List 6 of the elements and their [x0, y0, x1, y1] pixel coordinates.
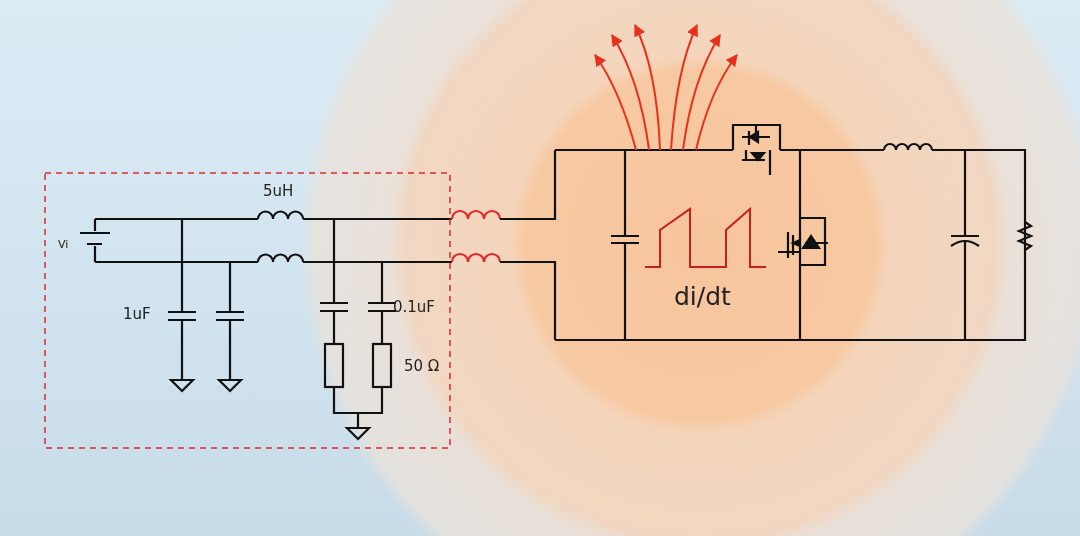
component-value-label: 5uH	[263, 184, 294, 199]
component-value-label: Vi	[58, 239, 69, 250]
component-value-label: 1uF	[123, 307, 151, 322]
component-value-label: 0.1uF	[393, 300, 435, 315]
component-value-label: 50 Ω	[404, 359, 440, 374]
component-value-label: di/dt	[674, 284, 731, 309]
